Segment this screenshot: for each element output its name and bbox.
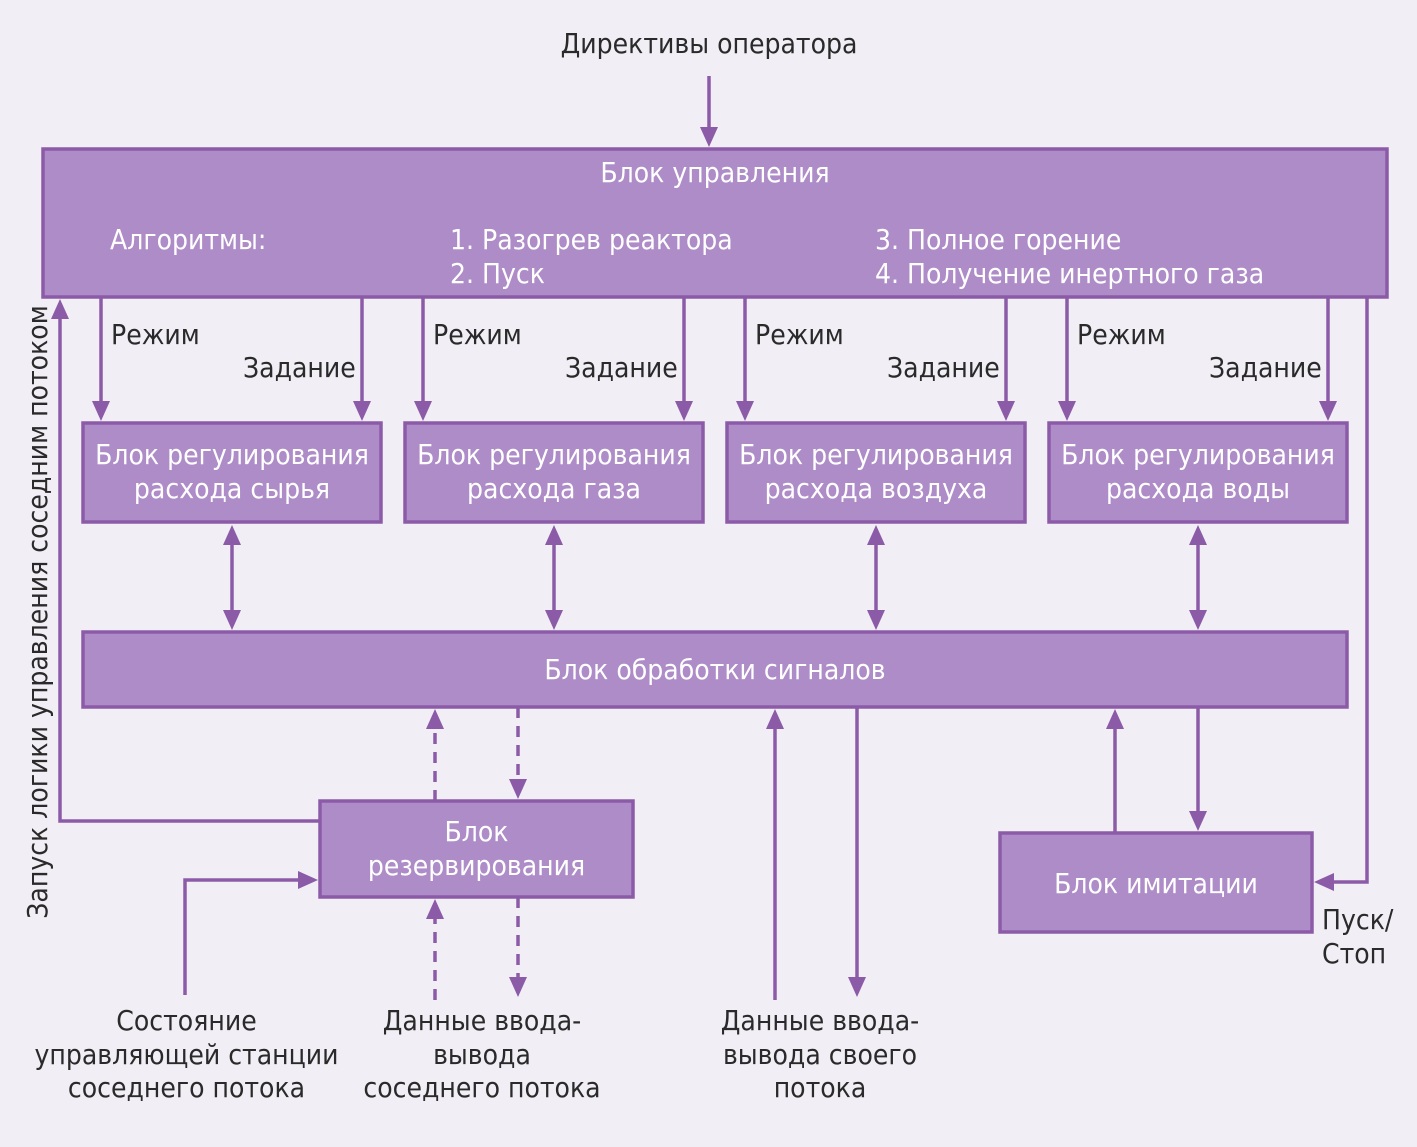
neighbor-io-up-head <box>426 899 444 919</box>
algorithm-2: 2. Пуск <box>450 257 545 290</box>
setpoint-label-2: Задание <box>565 351 678 384</box>
regulator-gas-box <box>403 421 705 524</box>
signal-to-imitation-head <box>1189 811 1207 831</box>
own-io-down-head <box>848 977 866 997</box>
regulator-signal-up-head-1 <box>223 525 241 545</box>
regulator-signal-up-head-2 <box>545 525 563 545</box>
signal-block-box <box>81 630 1349 709</box>
setpoint-arrowhead-3 <box>997 401 1015 421</box>
setpoint-label-4: Задание <box>1209 351 1322 384</box>
own-io-up-head <box>766 709 784 729</box>
side-start-logic-head <box>51 299 69 319</box>
side-start-logic-line <box>58 318 320 823</box>
start-stop-line <box>1334 297 1369 884</box>
mode-arrowhead-1 <box>92 401 110 421</box>
regulator-signal-down-head-3 <box>867 610 885 630</box>
connectors <box>51 76 1369 1000</box>
regulator-raw-box <box>81 421 383 524</box>
mode-label-3: Режим <box>755 318 844 351</box>
start-stop-head <box>1314 873 1334 891</box>
own-io-label: Данные ввода-вывода своего потока <box>720 1004 920 1105</box>
regulator-signal-down-head-4 <box>1189 610 1207 630</box>
setpoint-arrowhead-1 <box>353 401 371 421</box>
algorithm-1: 1. Разогрев реактора <box>450 223 733 256</box>
algorithms-label: Алгоритмы: <box>110 223 267 256</box>
regulator-gas-label: Блок регулирования расхода газа <box>417 438 691 506</box>
neighbor-io-label: Данные ввода-вывода соседнего потока <box>363 1004 601 1105</box>
operator-arrowhead <box>700 127 718 147</box>
regulator-signal-down-head-2 <box>545 610 563 630</box>
setpoint-arrowhead-4 <box>1319 401 1337 421</box>
mode-arrowhead-4 <box>1058 401 1076 421</box>
regulator-signal-down-head-1 <box>223 610 241 630</box>
reserve-block-label: Блок резервирования <box>367 815 586 883</box>
signal-to-reserve-head <box>509 779 527 799</box>
reserve-block-box <box>318 799 635 899</box>
regulator-water-box <box>1047 421 1349 524</box>
imitation-block-box <box>998 831 1314 934</box>
control-block-box <box>41 147 1389 299</box>
algorithm-4: 4. Получение инертного газа <box>875 257 1265 290</box>
setpoint-label-3: Задание <box>887 351 1000 384</box>
regulator-signal-up-head-3 <box>867 525 885 545</box>
mode-arrowhead-2 <box>414 401 432 421</box>
imitation-block-label: Блок имитации <box>1054 867 1258 900</box>
start-stop-label: Пуск/ Стоп <box>1322 903 1394 970</box>
regulator-signal-up-head-4 <box>1189 525 1207 545</box>
algorithm-3: 3. Полное горение <box>875 223 1122 256</box>
setpoint-arrowhead-2 <box>675 401 693 421</box>
mode-label-4: Режим <box>1077 318 1166 351</box>
neighbor-station-head <box>298 871 318 889</box>
neighbor-io-down-head <box>509 977 527 997</box>
mode-label-2: Режим <box>433 318 522 351</box>
reserve-to-signal-head <box>426 709 444 729</box>
regulator-air-label: Блок регулирования расхода воздуха <box>739 438 1013 506</box>
side-start-logic-label: Запуск логики управления соседним потоко… <box>21 305 54 919</box>
imitation-to-signal-head <box>1106 709 1124 729</box>
regulator-raw-label: Блок регулирования расхода сырья <box>95 438 369 506</box>
regulator-air-box <box>725 421 1027 524</box>
setpoint-label-1: Задание <box>243 351 356 384</box>
signal-block-label: Блок обработки сигналов <box>544 653 886 686</box>
neighbor-station-line <box>183 878 299 995</box>
operator-directives-label: Директивы оператора <box>560 27 858 60</box>
control-block-title: Блок управления <box>600 156 830 189</box>
neighbor-station-label: Состояние управляющей станции соседнего … <box>34 1004 339 1105</box>
mode-arrowhead-3 <box>736 401 754 421</box>
mode-label-1: Режим <box>111 318 200 351</box>
regulator-water-label: Блок регулирования расхода воды <box>1061 438 1335 506</box>
